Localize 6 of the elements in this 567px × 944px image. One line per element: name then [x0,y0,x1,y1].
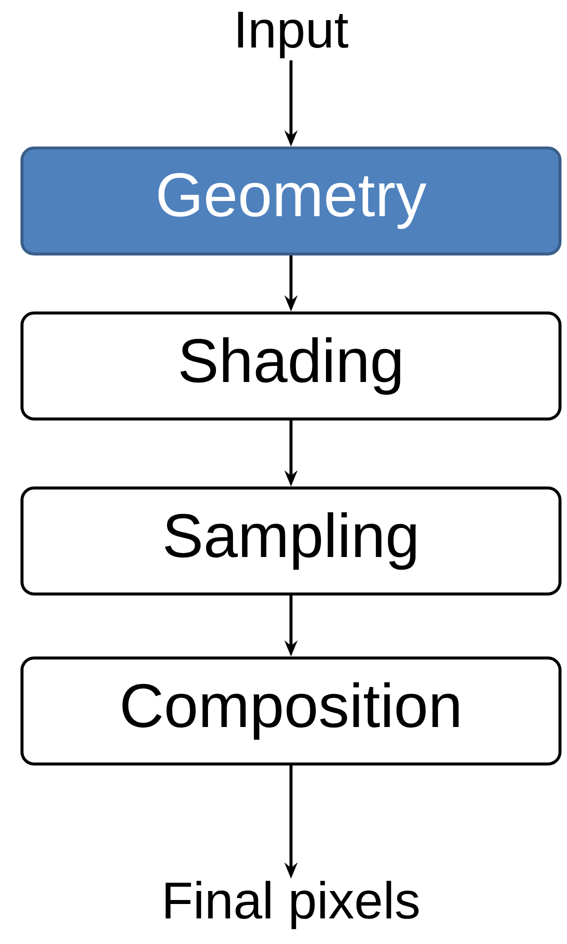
bare-text: Input [238,12,348,58]
process-box: Composition [20,656,562,766]
bare-text: Final pixels [166,880,419,930]
process-box: Shading [20,312,562,420]
process-box: Geometry [20,146,562,256]
process-box: Sampling [20,486,562,596]
